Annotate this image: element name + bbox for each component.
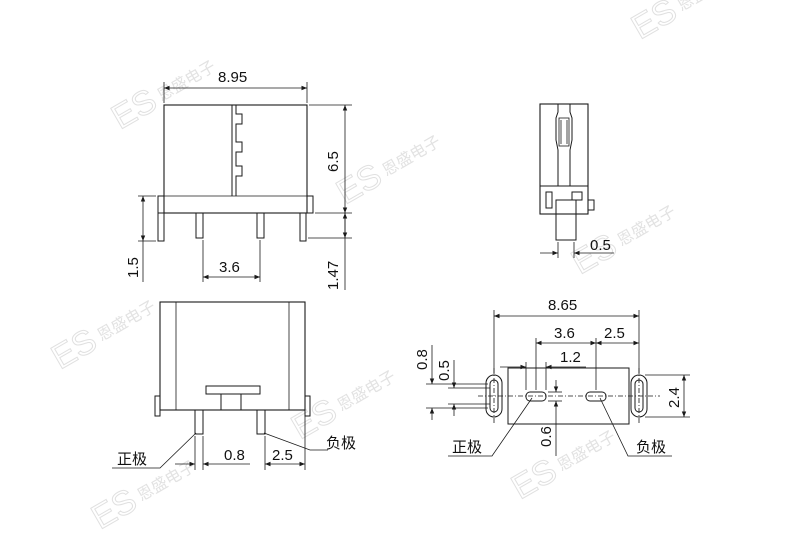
footprint-negative-leader — [599, 397, 672, 457]
footprint-pad-spacing-label: 3.6 — [554, 325, 575, 342]
footprint-positive-leader — [448, 397, 533, 457]
bottom-positive-label: 正极 — [117, 450, 147, 468]
footprint-hole-inner-label: 0.5 — [436, 360, 453, 381]
front-width-label: 8.95 — [218, 69, 247, 86]
watermark-text: 恩盛电子 — [379, 132, 444, 180]
watermark-brand: ES — [625, 0, 683, 47]
front-pin — [195, 212, 204, 239]
watermark-text: 恩盛电子 — [554, 427, 619, 475]
positive-leader — [112, 432, 197, 469]
footprint-positive-label: 正极 — [452, 438, 482, 456]
footprint-hole-length-label: 2.4 — [666, 387, 683, 408]
front-pin-length-label: 1.47 — [325, 261, 342, 290]
watermark-text: 恩盛电子 — [334, 367, 399, 415]
footprint-negative-label: 负极 — [636, 438, 666, 456]
side-body — [539, 103, 589, 215]
footprint-overall-label: 8.65 — [548, 297, 577, 314]
front-side-leg — [157, 212, 165, 242]
bottom-pin-negative — [256, 409, 266, 435]
front-height-label: 6.5 — [325, 151, 342, 172]
side-contact — [555, 104, 573, 186]
bottom-view: 0.8 2.5 正极 负极 — [112, 301, 356, 470]
watermark-text: 恩盛电子 — [94, 297, 159, 345]
pad-positive — [525, 391, 547, 402]
front-view: 8.95 6.5 1.5 3.6 1.47 — [125, 69, 352, 290]
watermark-text: 恩盛电子 — [154, 57, 219, 105]
side-view: 0.5 — [539, 103, 614, 258]
front-side-leg — [299, 212, 307, 242]
pcb-footprint: 8.65 3.6 2.5 1.2 0.8 0.5 0.6 2.4 — [414, 297, 690, 457]
bottom-pin-positive — [194, 409, 204, 435]
pad-negative — [585, 391, 607, 402]
bottom-negative-label: 负极 — [326, 434, 356, 452]
front-pin-spacing-label: 3.6 — [219, 259, 240, 276]
footprint-pad-to-hole-label: 2.5 — [604, 325, 625, 342]
footprint-pad-length-label: 1.2 — [560, 349, 581, 366]
side-thickness-label: 0.5 — [590, 237, 611, 254]
side-pin — [555, 199, 577, 241]
bottom-pin-width-label: 0.8 — [224, 447, 245, 464]
front-key-profile — [231, 105, 243, 196]
watermark-text: 恩盛电子 — [614, 202, 679, 250]
footprint-hole-outer-label: 0.8 — [414, 349, 431, 370]
watermark-text: 恩盛电子 — [674, 0, 739, 15]
footprint-pad-width-label: 0.6 — [538, 426, 555, 447]
negative-leader — [263, 432, 328, 451]
bottom-body — [159, 301, 306, 411]
side-housing — [539, 185, 595, 214]
bottom-pin-offset-label: 2.5 — [272, 447, 293, 464]
front-pin — [256, 212, 265, 239]
front-base-label: 1.5 — [125, 257, 142, 278]
